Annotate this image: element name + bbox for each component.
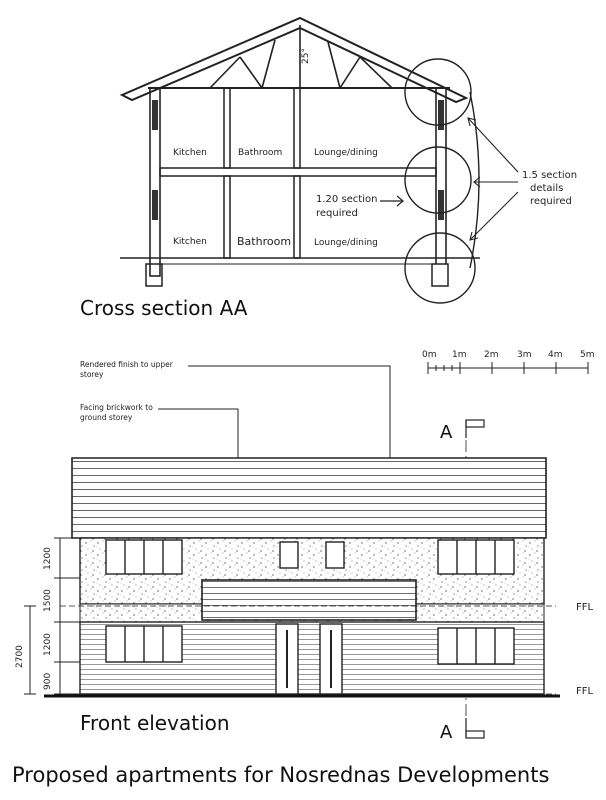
room-label-bathroom-lower: Bathroom [237, 235, 291, 248]
dimension-lines [24, 537, 80, 695]
entrance-doors [275, 623, 343, 695]
ffl-label-upper: FFL [576, 602, 594, 613]
right-foundation [431, 263, 449, 287]
dim-900: 900 [43, 673, 53, 690]
ffl-label-ground: FFL [576, 686, 594, 697]
room-label-kitchen-lower: Kitchen [173, 237, 207, 247]
note-120-line2: required [316, 208, 358, 219]
scale-4m: 4m [548, 350, 563, 360]
front-elevation-title: Front elevation [80, 711, 230, 735]
sheet-title: Proposed apartments for Nosrednas Develo… [12, 763, 549, 787]
upper-floor [159, 167, 437, 177]
detail-callouts [404, 58, 480, 304]
note-120-arrow [380, 195, 404, 207]
front-elevation: Rendered finish to upper storey Facing b… [15, 350, 595, 743]
dim-2700: 2700 [15, 645, 25, 668]
roof-angle-label: 25° [301, 48, 311, 64]
room-label-bathroom-upper: Bathroom [238, 148, 282, 158]
room-label-lounge-lower: Lounge/dining [314, 238, 378, 248]
scale-0m: 0m [422, 350, 437, 360]
section-marker-top: A [440, 422, 453, 443]
note-15-line1: 1.5 section [522, 170, 577, 181]
section-marker-bottom: A [440, 722, 453, 743]
dim-1500: 1500 [43, 589, 53, 612]
scale-bar: 0m 1m 2m 3m 4m 5m [422, 350, 595, 374]
wall-insulation [152, 100, 444, 220]
upper-windows [105, 539, 515, 575]
small-window-right [325, 541, 345, 569]
small-window-left [279, 541, 299, 569]
note-15-line3: required [530, 196, 572, 207]
note-render-line1: Rendered finish to upper [80, 360, 174, 369]
left-foundation [145, 263, 163, 287]
note-15-leaders [467, 117, 519, 241]
scale-1m: 1m [452, 350, 467, 360]
section-marker-bottom-symbol [465, 718, 485, 739]
cross-section: 25° Kitchen Bathroom Lounge/dining Kitch… [80, 16, 577, 320]
entrance-canopy [201, 579, 417, 621]
note-render-line2: storey [80, 370, 104, 379]
roof-truss-webs [209, 25, 393, 89]
ground-windows [105, 625, 515, 665]
scale-3m: 3m [517, 350, 532, 360]
note-brick-line2: ground storey [80, 413, 133, 422]
scale-5m: 5m [580, 350, 595, 360]
dim-1200-upper: 1200 [43, 547, 53, 570]
room-label-kitchen-upper: Kitchen [173, 148, 207, 158]
elevation-roof [71, 457, 547, 539]
section-marker-top-symbol [465, 419, 485, 438]
left-wall [149, 87, 161, 277]
room-label-lounge-upper: Lounge/dining [314, 148, 378, 158]
cross-section-title: Cross section AA [80, 296, 248, 320]
partitions [223, 87, 301, 259]
dim-1200-lower: 1200 [43, 633, 53, 656]
section-roof-outline [119, 16, 469, 104]
note-120-line1: 1.20 section [316, 194, 377, 205]
scale-2m: 2m [484, 350, 499, 360]
note-15-line2: details [530, 183, 563, 194]
note-brick-line1: Facing brickwork to [80, 403, 153, 412]
